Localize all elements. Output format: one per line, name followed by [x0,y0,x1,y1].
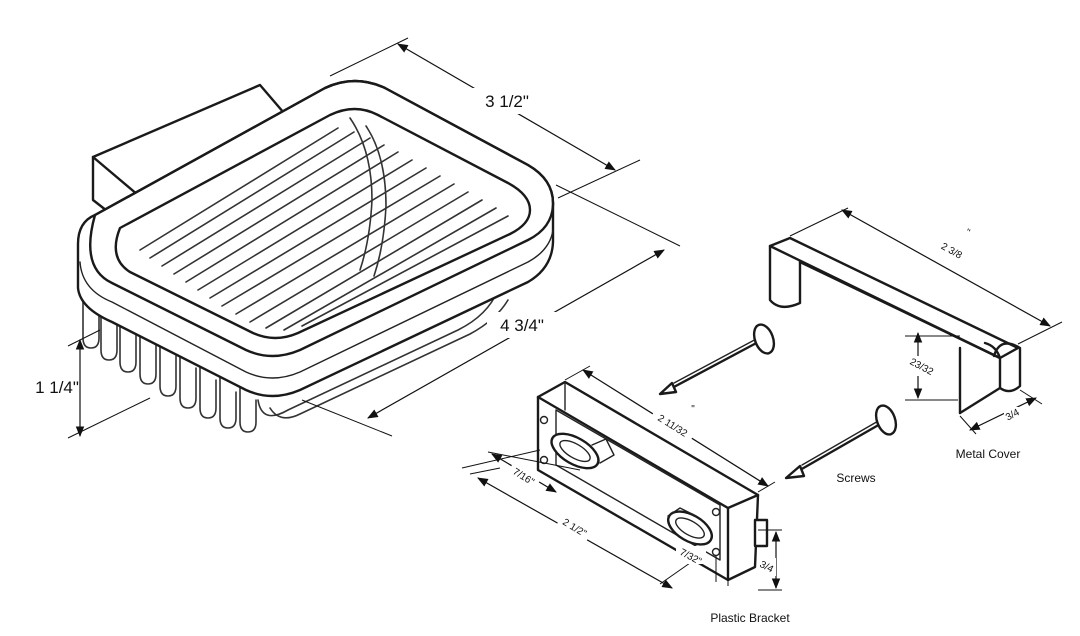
soap-basket: 3 1/2" 4 3/4" 1 1/4" [35,37,681,439]
dimension-height-label: 1 1/4" [35,378,79,397]
dimension-width: 3 1/2" [329,37,641,199]
dimension-length-label: 4 3/4" [500,316,544,335]
plastic-bracket-label: Plastic Bracket [710,611,790,625]
basket-wire-grill [139,117,509,331]
dimension-length: 4 3/4" [301,184,681,437]
bracket-length-mark: " [691,404,695,415]
cover-length-mark: " [963,227,972,239]
screw-lower [784,404,898,480]
metal-cover-label: Metal Cover [956,447,1021,461]
screws-label: Screws [836,471,875,485]
basket-rim [76,79,555,398]
dimension-width-label: 3 1/2" [485,92,529,111]
metal-cover: 2 3/8 " 23/32 3/4 Metal Cover [768,207,1063,461]
plastic-bracket: 2 11/32 " 7/16" 2 1/2" 7/32" 3/4 Plastic… [461,365,790,625]
screw-upper [658,323,776,396]
dimension-height: 1 1/4" [35,329,151,439]
